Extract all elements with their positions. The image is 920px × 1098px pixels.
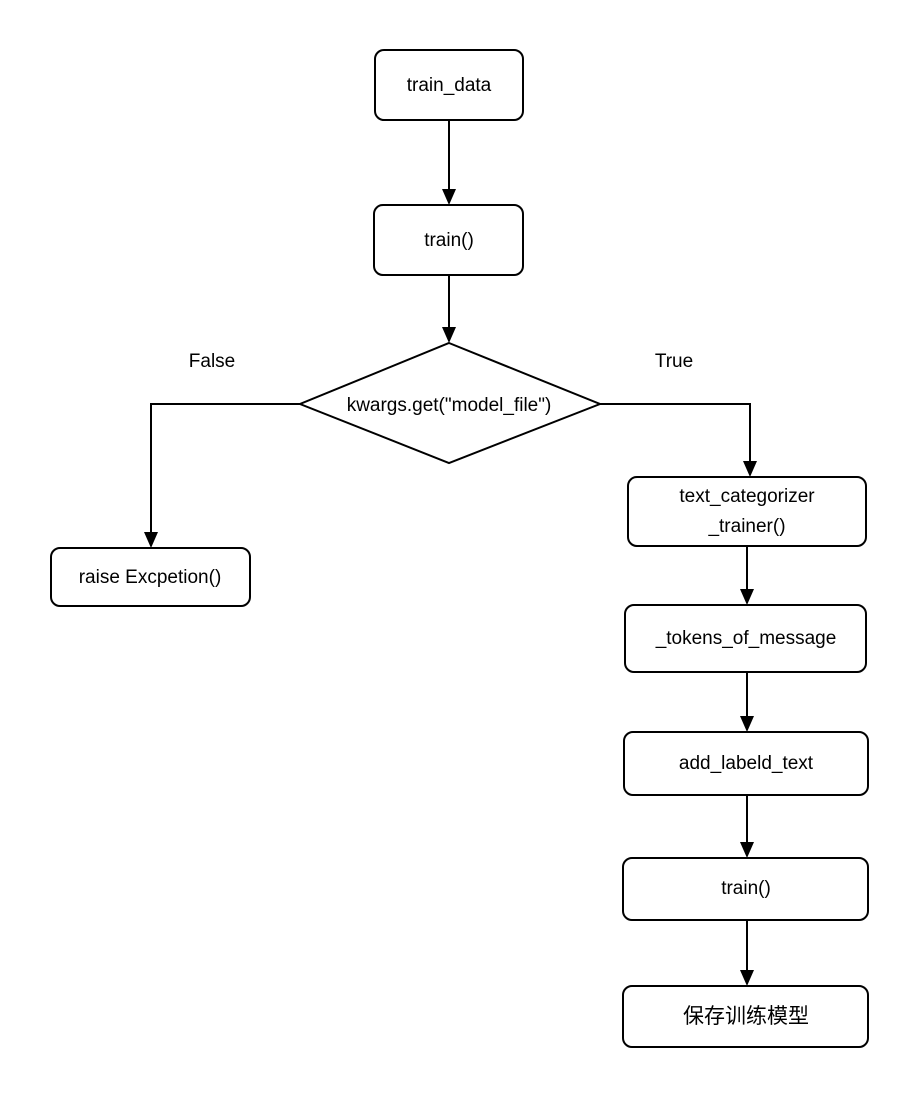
node-label: train() (424, 230, 474, 251)
node-box[interactable] (624, 604, 867, 673)
node-label-line-1: text_categorizer (679, 486, 815, 507)
edge-decision-true-to-text-categorizer-trainer (600, 403, 757, 477)
node-save-model[interactable]: 保存训练模型 (622, 985, 869, 1048)
branch-label-false: False (189, 351, 235, 372)
node-box[interactable] (622, 985, 869, 1048)
arrow-head (442, 327, 456, 343)
edge-decision-false-to-raise-exception (144, 403, 300, 548)
decision-diamond[interactable] (297, 341, 603, 465)
node-train-call[interactable]: train() (373, 204, 524, 276)
node-label-line-2: _trainer() (707, 516, 785, 537)
node-label: 保存训练模型 (683, 1004, 809, 1028)
node-box[interactable] (373, 204, 524, 276)
arrow-head (740, 716, 754, 732)
edge-train-data-to-train (442, 120, 456, 205)
node-label: raise Excpetion() (79, 567, 222, 588)
node-raise-exception[interactable]: raise Excpetion() (50, 547, 251, 607)
node-box[interactable] (623, 731, 869, 796)
arrow-head (740, 842, 754, 858)
node-label: train_data (407, 75, 492, 96)
node-box[interactable] (622, 857, 869, 921)
edge-line (150, 403, 300, 539)
node-box[interactable] (374, 49, 524, 121)
node-label: _tokens_of_message (655, 628, 837, 649)
node-label: kwargs.get("model_file") (347, 395, 552, 416)
arrow-head (740, 589, 754, 605)
node-train-data[interactable]: train_data (374, 49, 524, 121)
edge-tokens-of-message-to-add-labeld-text (740, 672, 754, 732)
arrow-head (442, 189, 456, 205)
node-box[interactable] (50, 547, 251, 607)
edge-line (600, 403, 751, 468)
edge-add-labeld-text-to-train-final (740, 795, 754, 858)
node-box[interactable] (627, 476, 867, 547)
node-label: train() (721, 878, 771, 899)
edge-text-categorizer-trainer-to-tokens-of-message (740, 546, 754, 605)
node-tokens-of-message[interactable]: _tokens_of_message (624, 604, 867, 673)
arrow-head (740, 970, 754, 986)
edge-train-to-decision (442, 275, 456, 343)
node-decision-kwargs-get-model-file[interactable]: kwargs.get("model_file") (297, 341, 603, 465)
node-text-categorizer-trainer[interactable]: text_categorizer _trainer() (627, 476, 867, 547)
branch-label-true: True (655, 351, 693, 372)
node-train-final[interactable]: train() (622, 857, 869, 921)
arrow-head (743, 461, 757, 477)
node-add-labeld-text[interactable]: add_labeld_text (623, 731, 869, 796)
arrow-head (144, 532, 158, 548)
edge-train-final-to-save-model (740, 920, 754, 986)
node-label: add_labeld_text (679, 753, 814, 774)
